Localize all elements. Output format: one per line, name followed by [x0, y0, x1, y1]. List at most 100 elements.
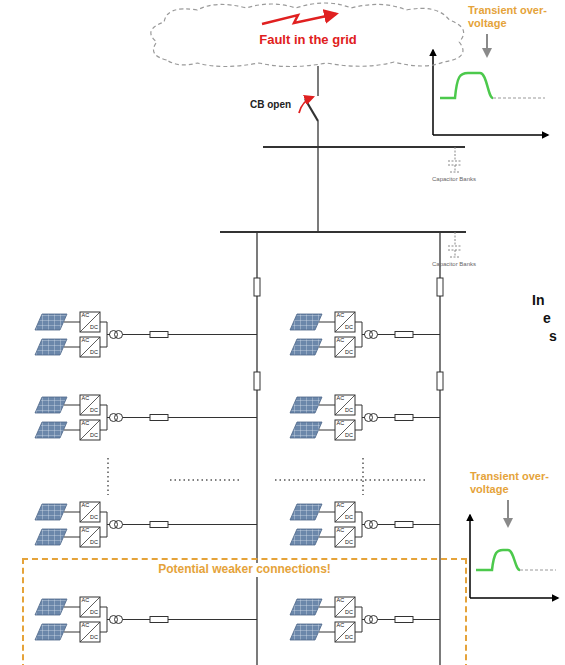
inverter-box	[335, 597, 355, 617]
label-holder: AC	[337, 503, 347, 509]
transformer-symbol	[115, 616, 123, 624]
cable-section	[150, 415, 168, 421]
ac-wire	[355, 632, 362, 633]
ac-label: AC	[337, 338, 347, 344]
inverter-box	[80, 395, 100, 415]
inverter-diagonal	[335, 527, 355, 547]
transformer-symbol	[370, 414, 378, 422]
cable-section	[150, 522, 168, 528]
ac-label: AC	[337, 396, 347, 402]
dc-label: DC	[90, 635, 100, 641]
ac-label: AC	[82, 623, 92, 629]
dc-label: DC	[345, 540, 355, 546]
dc-wire	[64, 537, 80, 538]
hv-bus	[263, 146, 465, 148]
label-holder: DC	[345, 515, 355, 521]
pv-panel	[35, 529, 67, 545]
cable-section	[150, 332, 168, 338]
grid-cloud: Fault in the grid	[142, 0, 474, 68]
pv-panel	[35, 624, 67, 640]
dc-label: DC	[345, 325, 355, 331]
ac-wire	[355, 405, 362, 406]
inverter-box	[80, 502, 100, 522]
fault-lightning	[262, 14, 336, 24]
pv-panel	[35, 314, 67, 330]
ac-label: AC	[337, 623, 347, 629]
label-holder: DC	[90, 515, 100, 521]
label-holder: AC	[82, 421, 92, 427]
ac-label: AC	[82, 503, 92, 509]
inverter-box	[80, 597, 100, 617]
label-holder: DC	[345, 433, 355, 439]
label-holder: DC	[90, 433, 100, 439]
inverter-diagonal	[80, 420, 100, 440]
pv-panel	[290, 397, 322, 413]
voltage-plot	[470, 515, 558, 598]
label-holder: Transient over-voltage	[470, 470, 562, 495]
label-holder: AC	[82, 623, 92, 629]
cropped-text: In	[532, 292, 562, 308]
dc-label: DC	[90, 610, 100, 616]
pv-panel	[35, 422, 67, 438]
ac-label: AC	[337, 421, 347, 427]
ac-wire	[355, 537, 362, 538]
ac-wire	[355, 322, 362, 323]
pv-panel	[290, 504, 322, 520]
callout-text: Transient over-voltage	[470, 470, 562, 495]
label-holder: AC	[82, 598, 92, 604]
cable-section	[150, 617, 168, 623]
label-holder: DC	[90, 408, 100, 414]
pv-rows	[35, 312, 440, 642]
fault-text: Fault in the grid	[142, 33, 474, 48]
branch-cable	[123, 619, 258, 620]
cropped-text: s	[549, 328, 563, 344]
ac-label: AC	[82, 528, 92, 534]
inverter-box	[335, 337, 355, 357]
pv-panel	[290, 529, 322, 545]
pv-panel	[290, 339, 322, 355]
inverter-box	[335, 502, 355, 522]
label-holder: DC	[345, 325, 355, 331]
label-holder: AC	[337, 313, 347, 319]
label-holder: AC	[82, 338, 92, 344]
transformer-symbol	[115, 521, 123, 529]
label-holder: AC	[82, 313, 92, 319]
breaker-label: CB open	[250, 99, 310, 111]
ac-wire	[100, 512, 107, 513]
inverter-diagonal	[80, 527, 100, 547]
dc-label: DC	[90, 515, 100, 521]
label-holder: AC	[337, 338, 347, 344]
branch-cable	[123, 417, 258, 418]
inverter-box	[335, 395, 355, 415]
ac-wire	[355, 512, 362, 513]
ac-wire	[100, 405, 107, 406]
label-holder: DC	[90, 610, 100, 616]
ac-wire	[100, 430, 107, 431]
dc-label: DC	[345, 635, 355, 641]
callout-text: Transient over-voltage	[468, 4, 562, 29]
highlight-region: Potential weaker connections!	[22, 558, 467, 665]
dc-wire	[319, 607, 335, 608]
dc-label: DC	[90, 433, 100, 439]
dc-wire	[64, 405, 80, 406]
region-heading: Potential weaker connections!	[154, 563, 335, 577]
inverter-diagonal	[335, 395, 355, 415]
label-holder: e	[543, 310, 561, 326]
ac-wire	[355, 607, 362, 608]
inverter-box	[80, 527, 100, 547]
label-holder: Capacitor Banks	[432, 176, 492, 182]
callout-arrow	[486, 34, 488, 56]
dc-label: DC	[90, 540, 100, 546]
inverter-diagonal	[80, 337, 100, 357]
inverter-diagonal	[335, 597, 355, 617]
label-holder: DC	[345, 540, 355, 546]
inverter-diagonal	[80, 395, 100, 415]
pv-panel	[290, 314, 322, 330]
pv-panel	[290, 422, 322, 438]
label-holder: DC	[345, 408, 355, 414]
ac-wire	[100, 347, 107, 348]
inverter-box	[335, 420, 355, 440]
dc-wire	[64, 607, 80, 608]
ac-label: AC	[82, 313, 92, 319]
